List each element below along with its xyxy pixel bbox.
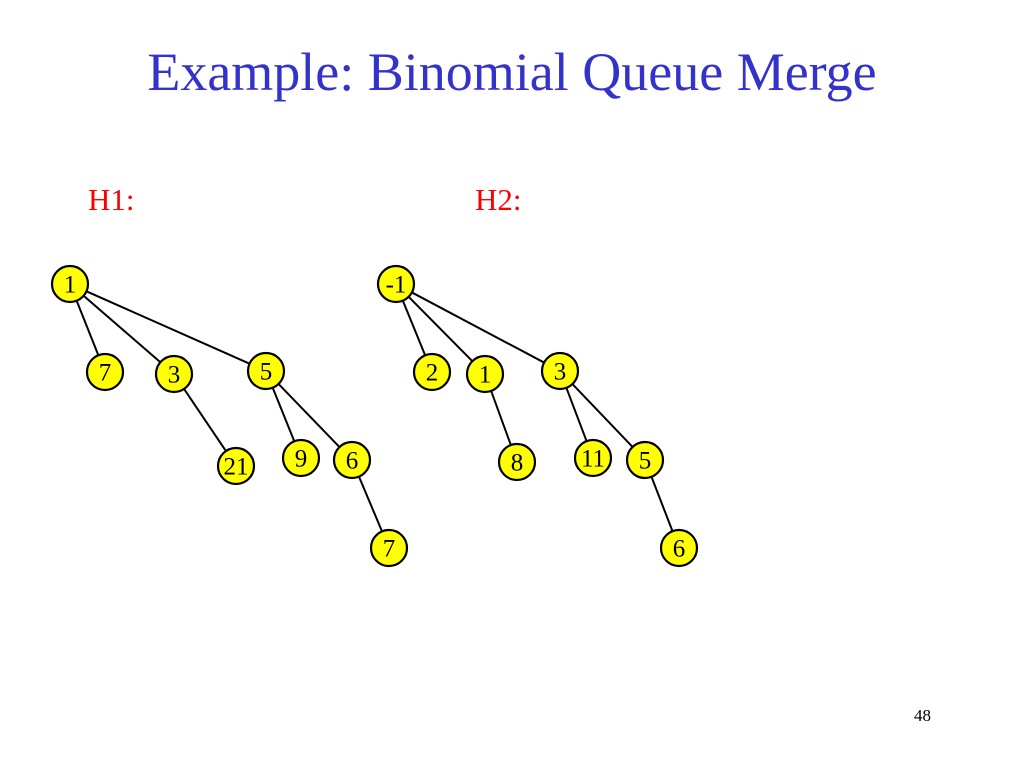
node-circle (369, 528, 409, 568)
tree-edge (490, 390, 512, 446)
tree-node-h2-e: 11 (573, 438, 613, 478)
tree-node-h1-f: 6 (332, 440, 372, 480)
node-value: 5 (639, 448, 652, 475)
tree-node-h1-e: 9 (281, 438, 321, 478)
node-circle (246, 351, 286, 391)
node-value: 6 (673, 536, 686, 563)
tree-edge (407, 296, 474, 362)
tree-edge (401, 300, 427, 356)
node-circle (412, 352, 452, 392)
node-circle (465, 354, 505, 394)
node-value: 5 (260, 359, 273, 386)
tree-edges (75, 290, 674, 532)
tree-edge (571, 383, 634, 448)
tree-edge (650, 476, 674, 532)
tree-node-h2-b: 1 (465, 354, 505, 394)
tree-node-h1-g: 7 (369, 528, 409, 568)
tree-node-h2-c: 3 (540, 351, 580, 391)
tree-node-h1-b: 3 (154, 354, 194, 394)
tree-node-h2-g: 6 (659, 528, 699, 568)
node-circle (85, 352, 125, 392)
tree-node-h1-root: 1 (50, 264, 90, 304)
heap-label-h2: H2: (475, 182, 522, 217)
node-value: 6 (346, 448, 359, 475)
node-circle (216, 446, 256, 486)
tree-node-h2-f: 5 (625, 440, 665, 480)
node-value: -1 (386, 272, 407, 299)
node-circle (497, 442, 537, 482)
node-value: 7 (383, 536, 396, 563)
node-circle (573, 438, 613, 478)
tree-node-h1-c: 5 (246, 351, 286, 391)
tree-edge (183, 388, 227, 452)
tree-edge (271, 387, 296, 442)
node-circle (154, 354, 194, 394)
node-value: 1 (479, 362, 492, 389)
node-circle (281, 438, 321, 478)
node-value: 7 (99, 360, 112, 387)
node-circle (659, 528, 699, 568)
node-value: 3 (168, 362, 181, 389)
node-circle (50, 264, 90, 304)
node-value: 3 (554, 359, 567, 386)
node-value: 2 (426, 360, 439, 387)
node-circle (332, 440, 372, 480)
tree-edge (277, 383, 341, 448)
tree-edge (565, 387, 588, 442)
tree-node-h1-a: 7 (85, 352, 125, 392)
tree-edge (75, 300, 100, 356)
tree-node-h1-d: 21 (216, 446, 256, 486)
slide-title: Example: Binomial Queue Merge (147, 42, 877, 102)
node-value: 9 (295, 446, 308, 473)
node-circle (376, 264, 416, 304)
tree-node-h2-a: 2 (412, 352, 452, 392)
tree-edge (86, 290, 250, 365)
tree-node-h2-root: -1 (376, 264, 416, 304)
tree-node-h2-d: 8 (497, 442, 537, 482)
heap-label-h1: H1: (88, 182, 135, 217)
node-value: 11 (581, 446, 605, 473)
node-circle (625, 440, 665, 480)
slide-number: 48 (914, 706, 931, 725)
tree-edge (82, 295, 162, 363)
tree-edge (411, 291, 545, 364)
node-value: 21 (224, 454, 249, 481)
node-value: 1 (64, 272, 77, 299)
node-value: 8 (511, 450, 524, 477)
tree-edge (358, 476, 383, 532)
node-circle (540, 351, 580, 391)
